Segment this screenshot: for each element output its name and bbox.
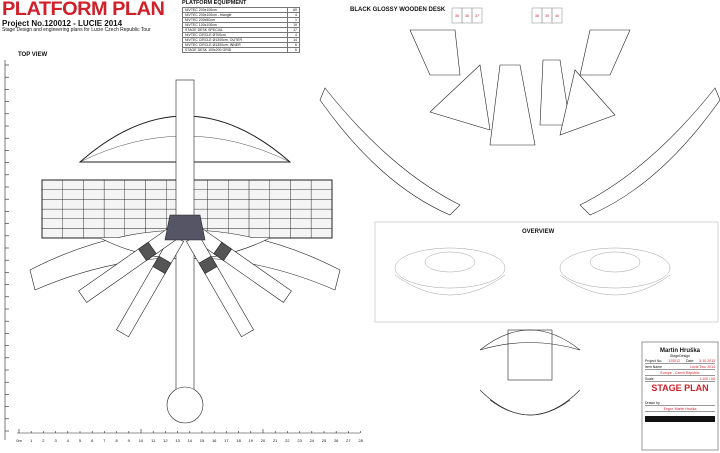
ruler-label: 6: [91, 438, 94, 443]
date: 5.10.2013: [699, 359, 715, 363]
date-label: Date: [686, 359, 694, 363]
desk-box: [551, 7, 563, 24]
drawing-title: STAGE PLAN: [651, 383, 709, 393]
ruler-label: 8: [115, 438, 118, 443]
desk-label: BLACK GLOSSY WOODEN DESK: [350, 7, 446, 13]
platform-spoke: [116, 234, 184, 338]
drawn-by-label: Drawn by: [645, 401, 660, 405]
desk-layout: 35 36 37 38 39 40: [319, 7, 720, 216]
ruler-label: 22: [285, 438, 290, 443]
ruler-label: 20: [260, 438, 266, 443]
ruler-label: 24: [309, 438, 315, 443]
ruler-label: 15: [199, 438, 205, 443]
desk-number: 40: [555, 14, 559, 18]
project-no-label: Project No.: [645, 359, 663, 363]
ruler-label: 1: [30, 438, 33, 443]
desk-number: 35: [455, 14, 459, 18]
region: Europe - Czech Republic: [645, 371, 715, 376]
scale: 1:100 / A3: [699, 377, 715, 381]
title-block: Martin Hruška StageDesign Project No. 120…: [642, 342, 718, 450]
name-label: Item Name: [645, 365, 663, 369]
ruler-label: 19: [248, 438, 254, 443]
ruler-label: 12: [163, 438, 168, 443]
ruler-label: 25: [321, 438, 327, 443]
desk-number: 36: [465, 14, 469, 18]
ruler-label: 18: [236, 438, 241, 443]
title-block-frame: [641, 341, 719, 451]
logo-subtitle: StageDesign: [669, 354, 691, 358]
ruler-label: 23: [297, 438, 302, 443]
ruler-label: 26: [333, 438, 339, 443]
ruler-label: 10: [138, 438, 144, 443]
platform-spoke: [192, 227, 292, 303]
platform-cell: [310, 228, 332, 239]
equipment-title: PLATFORM EQUIPMENT: [182, 0, 247, 6]
ruler-label: 0m: [16, 438, 22, 443]
ruler-label: 17: [224, 438, 229, 443]
project-no: 120012: [668, 359, 680, 363]
top-view-label: TOP VIEW: [18, 52, 48, 58]
overview-label: OVERVIEW: [522, 229, 555, 235]
scale-label: Scale: [645, 377, 654, 381]
small-plan: [479, 329, 581, 416]
overview-frame: [374, 221, 719, 323]
desk-number: 37: [475, 14, 479, 18]
designer-logo: Martin Hruška: [659, 348, 700, 354]
ruler-label: 11: [151, 438, 156, 443]
ruler-label: 13: [175, 438, 180, 443]
desk-number: 39: [545, 14, 549, 18]
subtitle: Stage Design and engineering plans for L…: [2, 27, 151, 33]
ruler-label: 9: [127, 438, 130, 443]
ruler-label: 28: [358, 438, 363, 443]
project-number: Project No.120012 - LUCIE 2014: [2, 19, 123, 28]
top-view-plan: [29, 79, 341, 424]
ruler-label: 16: [211, 438, 217, 443]
ruler-label: 3: [54, 438, 57, 443]
ruler-label: 27: [346, 438, 351, 443]
equipment-qty: 6: [287, 47, 300, 53]
ruler-label: 2: [42, 438, 45, 443]
desk-box: [471, 7, 483, 24]
ruler-label: 7: [103, 438, 106, 443]
desk-number: 38: [535, 14, 539, 18]
ruler-label: 4: [66, 438, 69, 443]
page-title: PLATFORM PLAN: [2, 0, 165, 20]
ruler-label: 14: [187, 438, 193, 443]
ruler-label: 21: [272, 438, 278, 443]
item-name: Lucie Tour 2014: [690, 365, 715, 369]
title-block-footer: [645, 416, 715, 422]
ruler-label: 5: [78, 438, 82, 443]
author: Engnr. Martin Hruška: [645, 407, 715, 412]
